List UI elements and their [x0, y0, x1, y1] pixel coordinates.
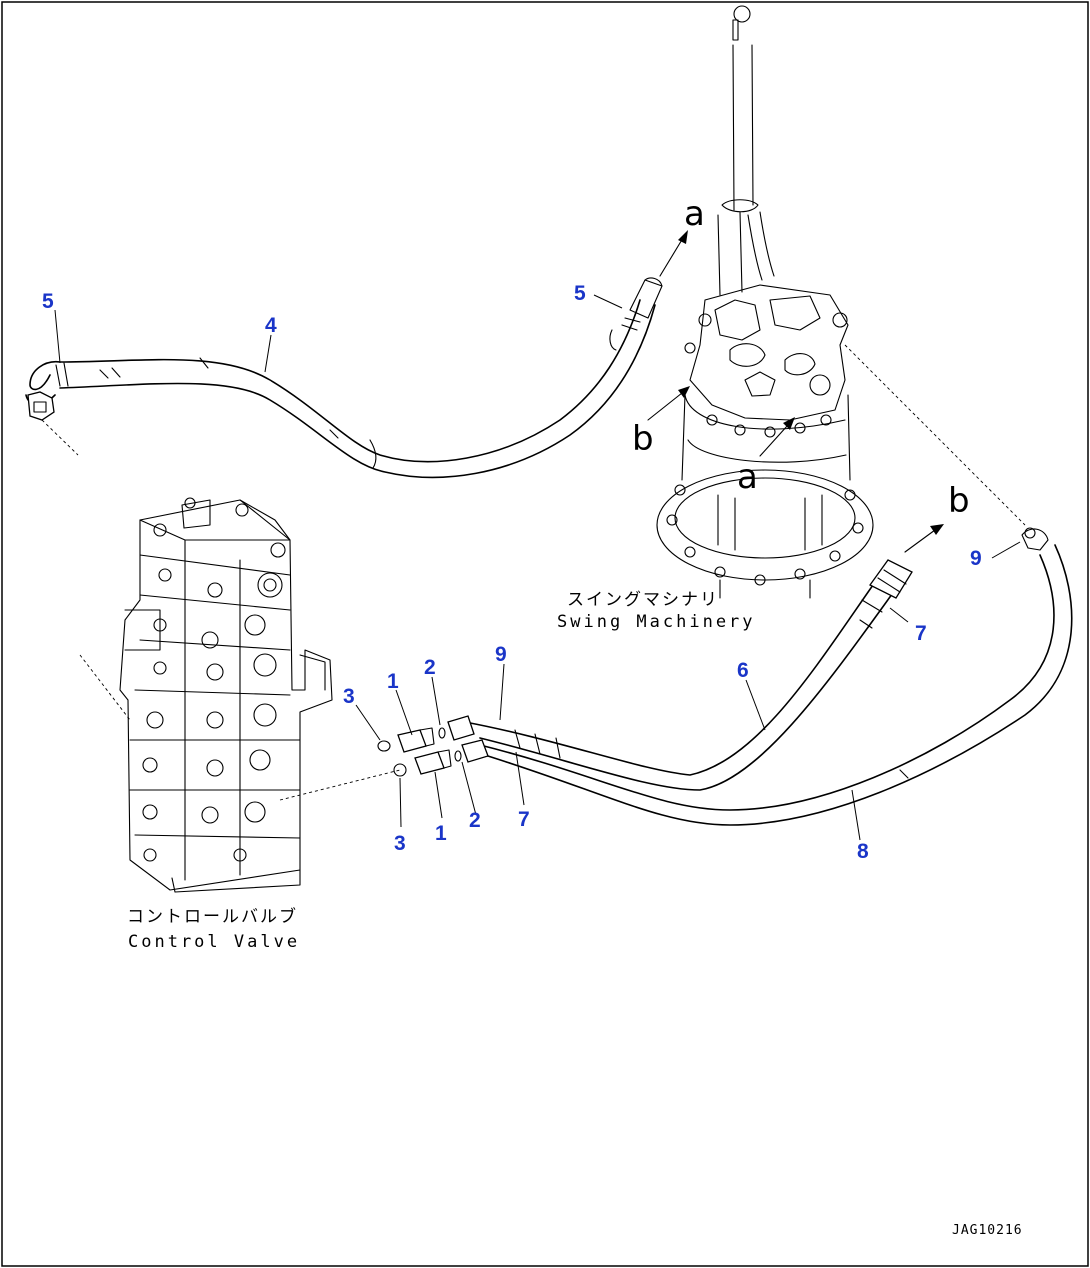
- connection-letter-a-top: a: [684, 194, 705, 234]
- control-valve-label-jp: コントロールバルブ: [127, 906, 298, 927]
- callout-9-left: 9: [495, 643, 507, 666]
- callout-4: 4: [265, 314, 277, 337]
- leader-dashed-hose4: [41, 419, 79, 456]
- swing-machinery-label-jp: スイングマシナリ: [567, 590, 719, 610]
- control-valve-label-en: Control Valve: [128, 932, 300, 952]
- control-valve: [119, 497, 333, 893]
- hose-4: [25, 277, 663, 479]
- callout-6: 6: [737, 659, 749, 682]
- connection-letter-b-right: b: [948, 481, 970, 521]
- leader-dashed-valve-top: [79, 654, 131, 721]
- callout-3-top: 3: [343, 685, 355, 708]
- fittings: [377, 715, 489, 777]
- callout-5-right: 5: [574, 282, 586, 305]
- leader-dashed-swing: [844, 344, 1026, 526]
- drawing-code: JAG10216: [952, 1223, 1023, 1238]
- arrows: [647, 230, 944, 553]
- connection-letter-a-mid: a: [737, 457, 758, 497]
- hose-6: [464, 559, 913, 791]
- connection-letter-b-left: b: [632, 419, 654, 459]
- swing-machinery-label-en: Swing Machinery: [557, 612, 756, 632]
- swing-machinery: [656, 5, 874, 599]
- callout-9-right: 9: [970, 547, 982, 570]
- callout-2-top: 2: [424, 656, 436, 679]
- callout-5-left: 5: [42, 290, 54, 313]
- callout-7-top: 7: [915, 622, 927, 645]
- callout-leaders: [54, 294, 1021, 841]
- callout-2-bottom: 2: [469, 809, 481, 832]
- callout-8: 8: [857, 840, 869, 863]
- callout-1-top: 1: [387, 670, 399, 693]
- callout-3-bottom: 3: [394, 832, 406, 855]
- leader-dashed-valve-port: [279, 769, 401, 801]
- hose-8: [474, 527, 1073, 826]
- callout-7-bottom: 7: [518, 808, 530, 831]
- callout-1-bottom: 1: [435, 822, 447, 845]
